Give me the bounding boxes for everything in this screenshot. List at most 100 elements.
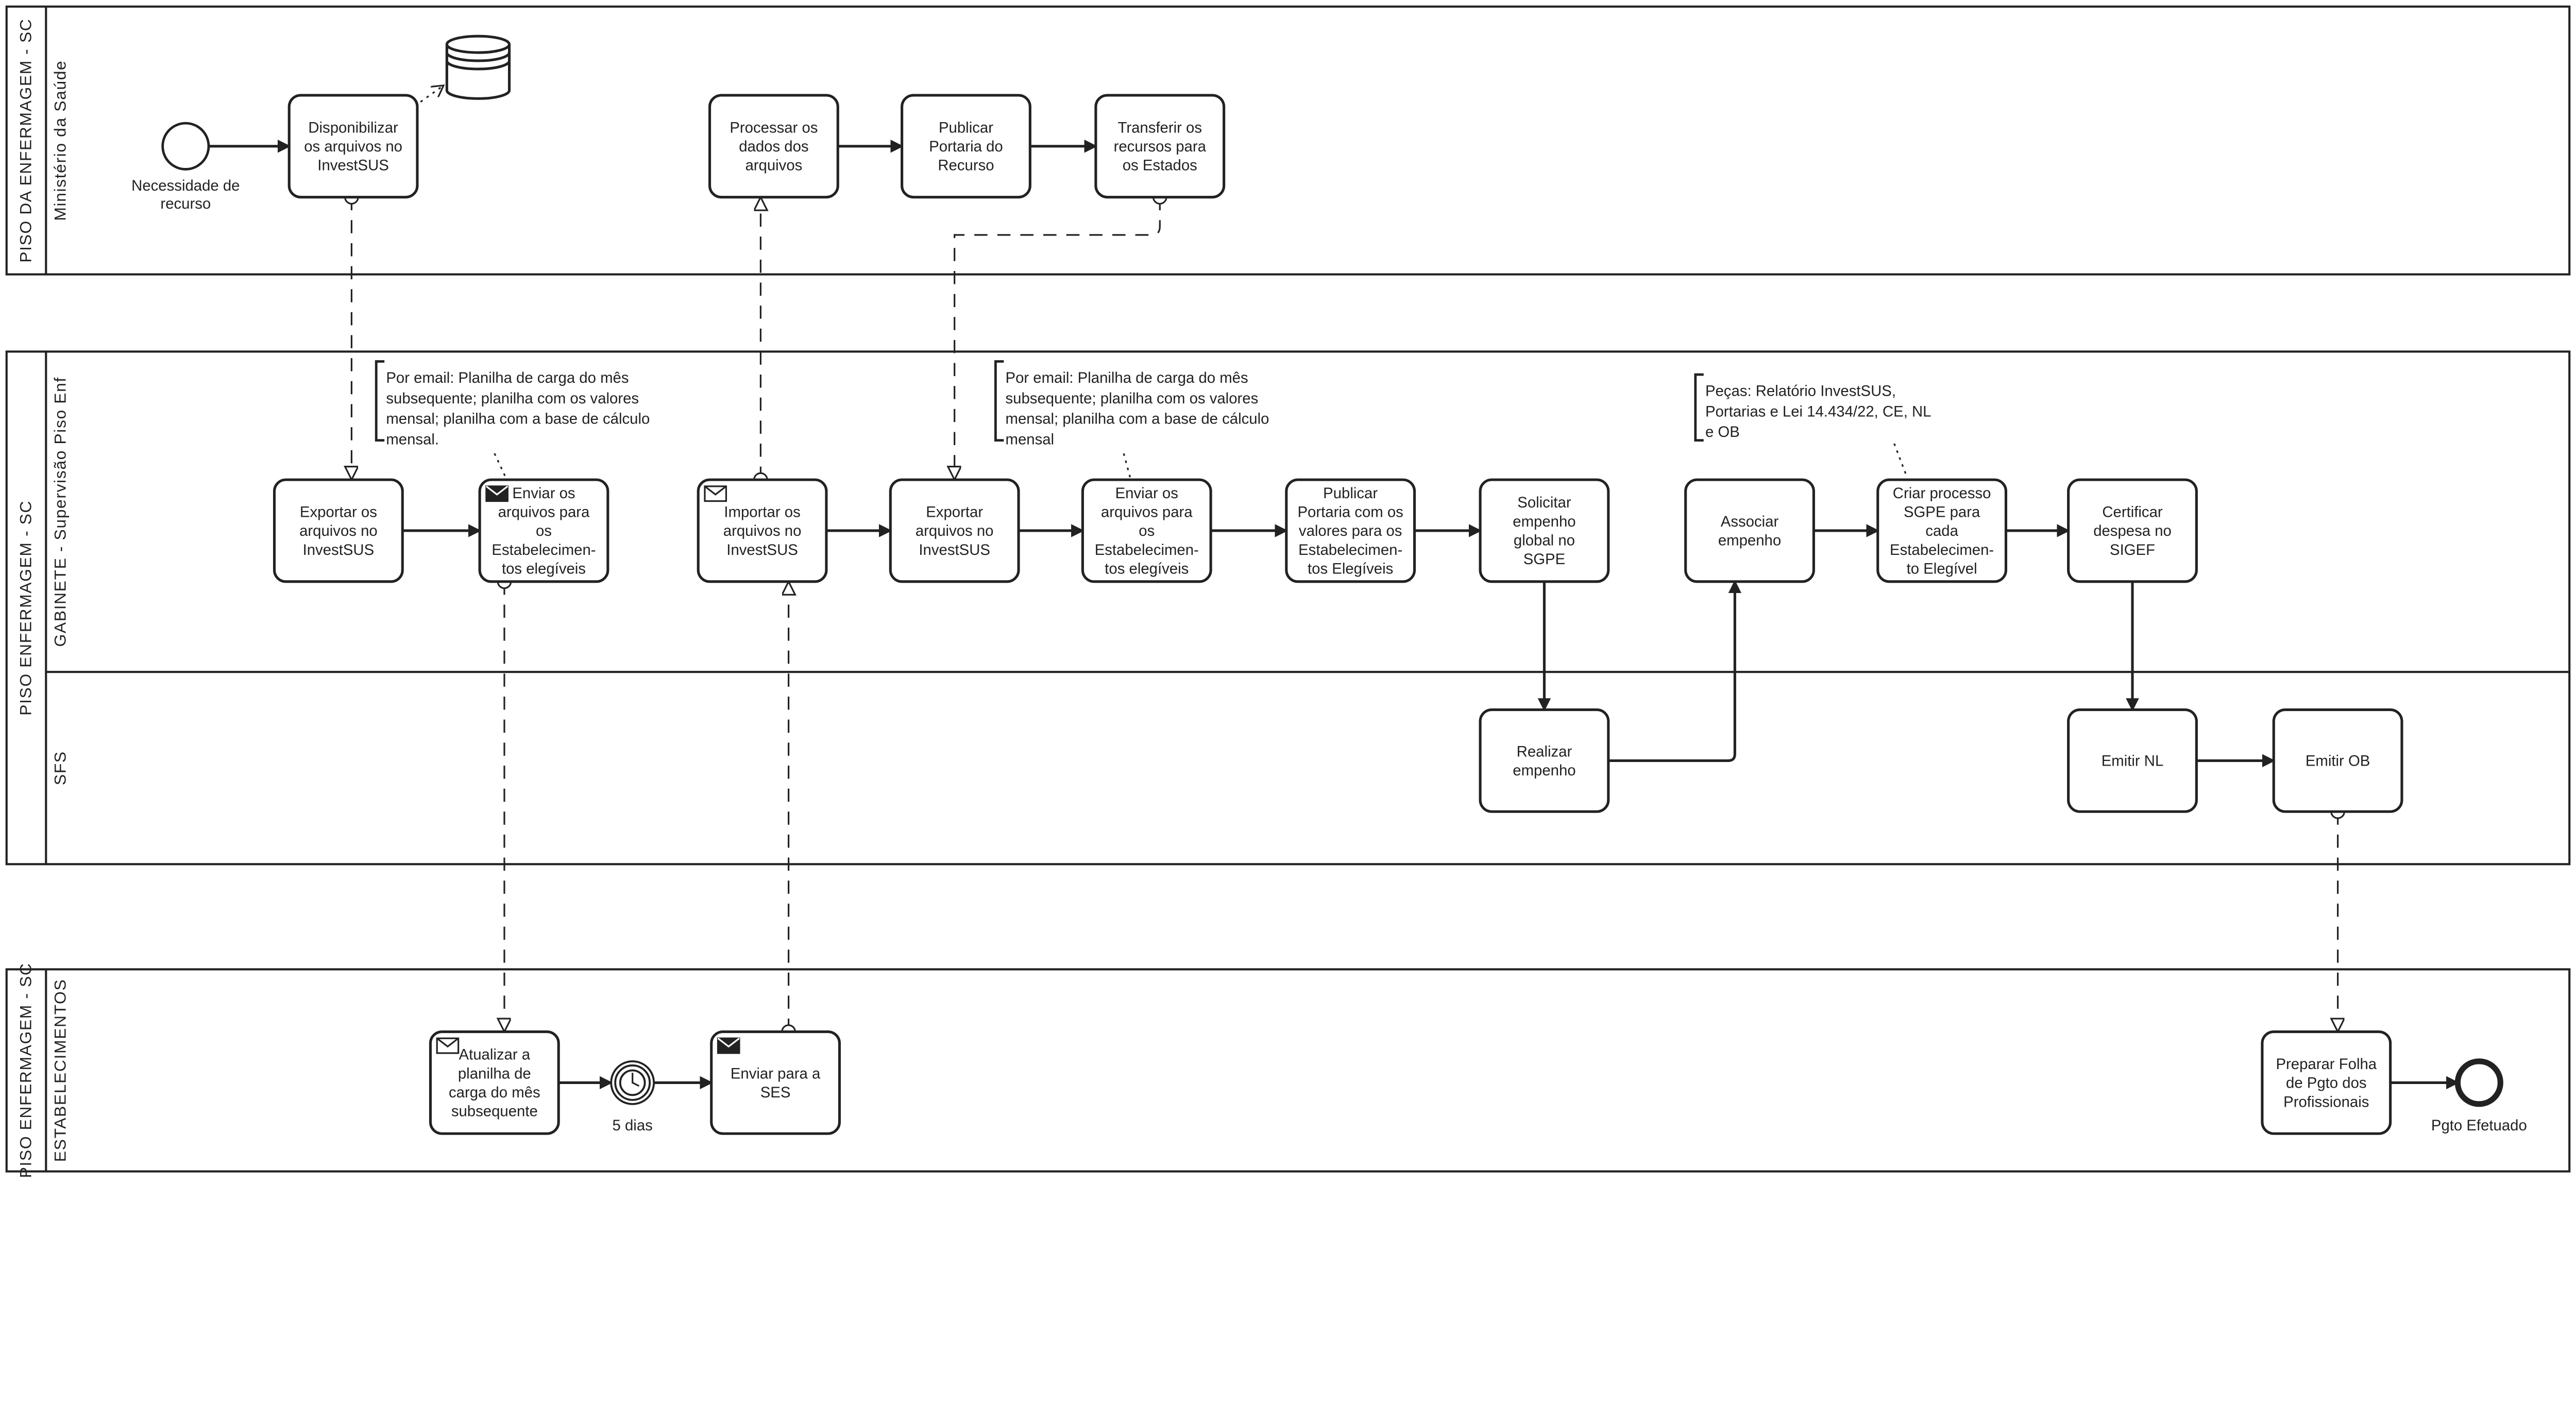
sequence-flow[interactable] [1608,580,1742,762]
event-label: Pgto Efetuado [2431,1117,2527,1134]
task-label: Estabelecimen- [1298,541,1402,558]
message-flow[interactable] [955,197,1160,480]
task-label: Estabelecimen- [492,541,596,558]
task-label: arquivos [745,157,802,174]
text-annotation: Por email: Planilha de carga do mêssubse… [375,360,650,448]
task-label: Exportar [926,504,983,521]
task-associar[interactable]: Associar empenho [1684,478,1815,583]
task-label: Portaria do [929,138,1003,155]
task-label: de Pgto dos [2286,1075,2367,1092]
annotation-line: subsequente; planilha com os valores [386,390,639,407]
task-label: Recurso [938,157,994,174]
task-label: arquivos para [1101,504,1193,521]
task-label: os [1139,522,1155,539]
task-label: InvestSUS [919,541,990,558]
annotation-line: mensal; planilha com a base de cálculo [386,411,650,428]
task-label: despesa no [2093,522,2172,539]
task-label: Disponibilizar [308,119,398,136]
task-label: Associar [1721,513,1779,530]
task-emitir-nl[interactable]: Emitir NL [2067,708,2198,813]
task-label: recursos para [1114,138,1207,155]
annotation-line: e OB [1705,424,1740,441]
task-emitir-ob[interactable]: Emitir OB [2272,708,2403,813]
task-solicitar[interactable]: Solicitar empenho global no SGPE [1479,478,1610,583]
task-label: InvestSUS [317,157,389,174]
task-label: Transferir os [1118,119,1202,136]
task-transferir[interactable]: Transferir os recursos para os Estados [1094,94,1226,199]
task-label: empenho [1718,532,1781,549]
task-label: Portaria com os [1297,504,1403,521]
task-label: Publicar [1323,485,1378,502]
end-event[interactable]: Pgto Efetuado [2431,1058,2527,1134]
event-label: recurso [160,195,211,212]
annotation-line: mensal. [386,431,439,448]
lane-label: GABINETE - Supervisão Piso Enf [51,377,70,647]
task-label: dados dos [739,138,808,155]
task-enviar-ses[interactable]: Enviar para a SES [710,1030,841,1135]
task-label: empenho [1513,513,1575,530]
task-label: Emitir OB [2306,753,2370,770]
annotation-line: Por email: Planilha de carga do mês [1006,369,1248,386]
task-label: SIGEF [2110,541,2155,558]
task-label: tos elegíveis [1105,561,1189,578]
text-annotation: Por email: Planilha de carga do mêssubse… [994,360,1269,448]
task-label: cada [1925,522,1958,539]
pool-label: PISO ENFERMAGEM - SC [16,500,35,716]
task-label: Enviar para a [731,1065,821,1082]
event-label: 5 dias [613,1117,653,1134]
task-label: os [536,522,552,539]
task-label: SES [760,1084,791,1101]
task-label: Importar os [724,504,800,521]
task-label: Certificar [2102,504,2163,521]
task-label: Preparar Folha [2276,1056,2377,1073]
task-label: Emitir NL [2102,753,2164,770]
task-label: global no [1514,532,1575,549]
task-label: SGPE para [1904,504,1980,521]
task-label: tos Elegíveis [1308,561,1393,578]
lane-label: Ministério da Saúde [51,60,70,221]
task-label: InvestSUS [303,541,375,558]
task-label: os arquivos no [304,138,402,155]
envelope-filled-icon [717,1037,740,1054]
task-label: to Elegível [1907,561,1977,578]
timer-event[interactable]: 5 dias [610,1060,655,1134]
envelope-icon [436,1037,460,1054]
task-label: arquivos no [723,522,802,539]
data-association [420,86,444,103]
task-label: tos elegíveis [502,561,586,578]
task-label: Solicitar [1517,494,1571,511]
association [494,453,507,479]
task-label: Atualizar a [459,1046,531,1063]
annotation-line: mensal; planilha com a base de cálculo [1006,411,1269,428]
task-label: os Estados [1123,157,1197,174]
task-label: Exportar os [300,504,377,521]
task-label: SGPE [1523,551,1566,568]
task-label: Enviar os [1115,485,1178,502]
annotation-line: Portarias e Lei 14.434/22, CE, NL [1705,403,1931,420]
task-label: planilha de [458,1065,531,1082]
task-disponibilizar[interactable]: Disponibilizar os arquivos no InvestSUS [287,94,419,199]
lane-label: SFS [51,751,70,785]
task-label: arquivos para [498,504,590,521]
event-label: Necessidade de [131,177,240,194]
association [1123,453,1131,479]
pool-label: PISO ENFERMAGEM - SC [16,962,35,1178]
task-label: Profissionais [2283,1093,2369,1110]
